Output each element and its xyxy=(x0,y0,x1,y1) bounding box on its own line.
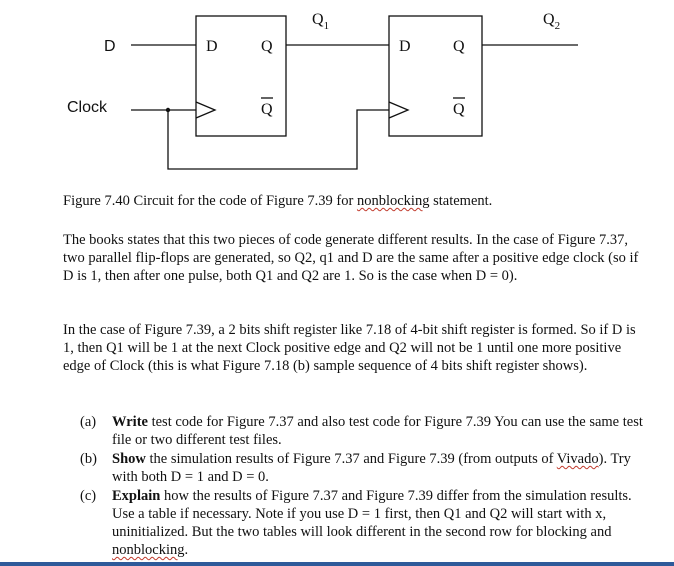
flip-flop-1 xyxy=(195,15,287,137)
question-b-body-1: the simulation results of Figure 7.37 an… xyxy=(145,451,557,467)
paragraph-2: In the case of Figure 7.39, a 2 bits shi… xyxy=(63,322,636,374)
circuit-diagram: D Clock D Q Q D Q Q Q1 Q2 xyxy=(67,11,578,170)
question-a-label: (a) xyxy=(80,414,97,430)
ff2-d-label: D xyxy=(399,38,411,55)
ff2-qbar-label: Q xyxy=(453,101,465,118)
ff1-q-label: Q xyxy=(261,38,273,55)
question-b-body-2: ). Try with both D = 1 and D = 0. xyxy=(112,451,631,485)
figure-caption: Figure 7.40 Circuit for the code of Figu… xyxy=(63,192,492,210)
question-c-body-2: . xyxy=(184,542,189,558)
q1-output-label: Q1 xyxy=(312,11,329,32)
caption-term: nonblocking xyxy=(356,193,430,209)
caption-prefix: Figure 7.40 Circuit for the code of Figu… xyxy=(63,193,357,209)
caption-suffix: statement. xyxy=(429,193,493,209)
clock-junction-dot xyxy=(165,107,171,113)
window-bottom-border xyxy=(0,562,674,566)
question-list: (a) Write test code for Figure 7.37 and … xyxy=(80,413,650,560)
question-b-verb: Show xyxy=(112,451,146,467)
question-c-term: nonblocking xyxy=(112,542,185,558)
clock-triangle-ff1 xyxy=(195,101,217,119)
question-a-text: Write test code for Figure 7.37 and also… xyxy=(112,413,650,449)
question-b-label: (b) xyxy=(80,451,97,467)
question-a-body: test code for Figure 7.37 and also test … xyxy=(112,414,643,448)
question-c-verb: Explain xyxy=(112,488,161,504)
question-c-text: Explain how the results of Figure 7.37 a… xyxy=(112,487,650,559)
clock-triangle-ff2 xyxy=(388,101,410,119)
ff1-qbar-label: Q xyxy=(261,101,273,118)
question-b: (b) Show the simulation results of Figur… xyxy=(80,450,650,486)
paragraph-1: The books states that this two pieces of… xyxy=(63,232,639,284)
question-b-text: Show the simulation results of Figure 7.… xyxy=(112,450,650,486)
ff2-q-label: Q xyxy=(453,38,465,55)
d-input-label: D xyxy=(104,38,116,55)
question-c-body-1: how the results of Figure 7.37 and Figur… xyxy=(112,488,632,540)
clock-feedback-wire xyxy=(167,109,389,170)
question-b-term: Vivado xyxy=(556,451,599,467)
flip-flop-2 xyxy=(388,15,483,137)
question-c: (c) Explain how the results of Figure 7.… xyxy=(80,487,650,559)
ff1-d-label: D xyxy=(206,38,218,55)
question-a-verb: Write xyxy=(112,414,148,430)
question-c-label: (c) xyxy=(80,488,97,504)
question-a: (a) Write test code for Figure 7.37 and … xyxy=(80,413,650,449)
clock-input-label: Clock xyxy=(67,99,108,116)
q2-output-label: Q2 xyxy=(543,11,560,32)
